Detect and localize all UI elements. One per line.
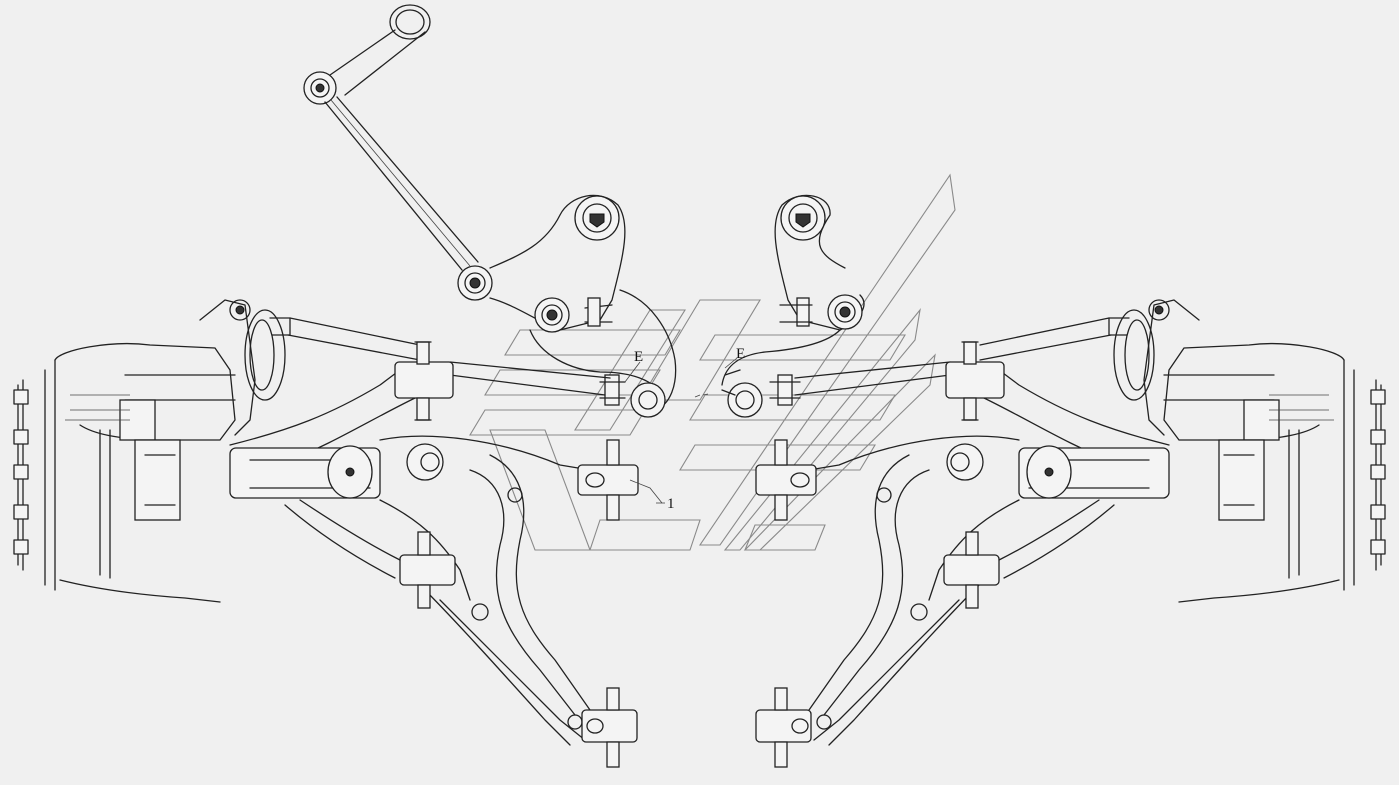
knuckle-hub-left (13, 299, 291, 603)
stabilizer-link (303, 4, 493, 301)
upper-arm-left (229, 341, 454, 461)
upper-bracket-right (721, 194, 865, 418)
callout-e-right: E (736, 346, 745, 362)
lower-arm-right (755, 435, 1170, 768)
watermark-logo (469, 173, 956, 551)
knuckle-hub-right (1108, 299, 1386, 603)
upper-bracket-left (489, 194, 677, 418)
lower-arm-left (229, 435, 639, 768)
callout-part-1: 1 (667, 496, 675, 512)
callout-e-left: E (634, 349, 643, 365)
callouts: E E 1 (624, 346, 745, 512)
upper-arm-right (945, 341, 1170, 461)
tie-rods (287, 317, 1112, 396)
